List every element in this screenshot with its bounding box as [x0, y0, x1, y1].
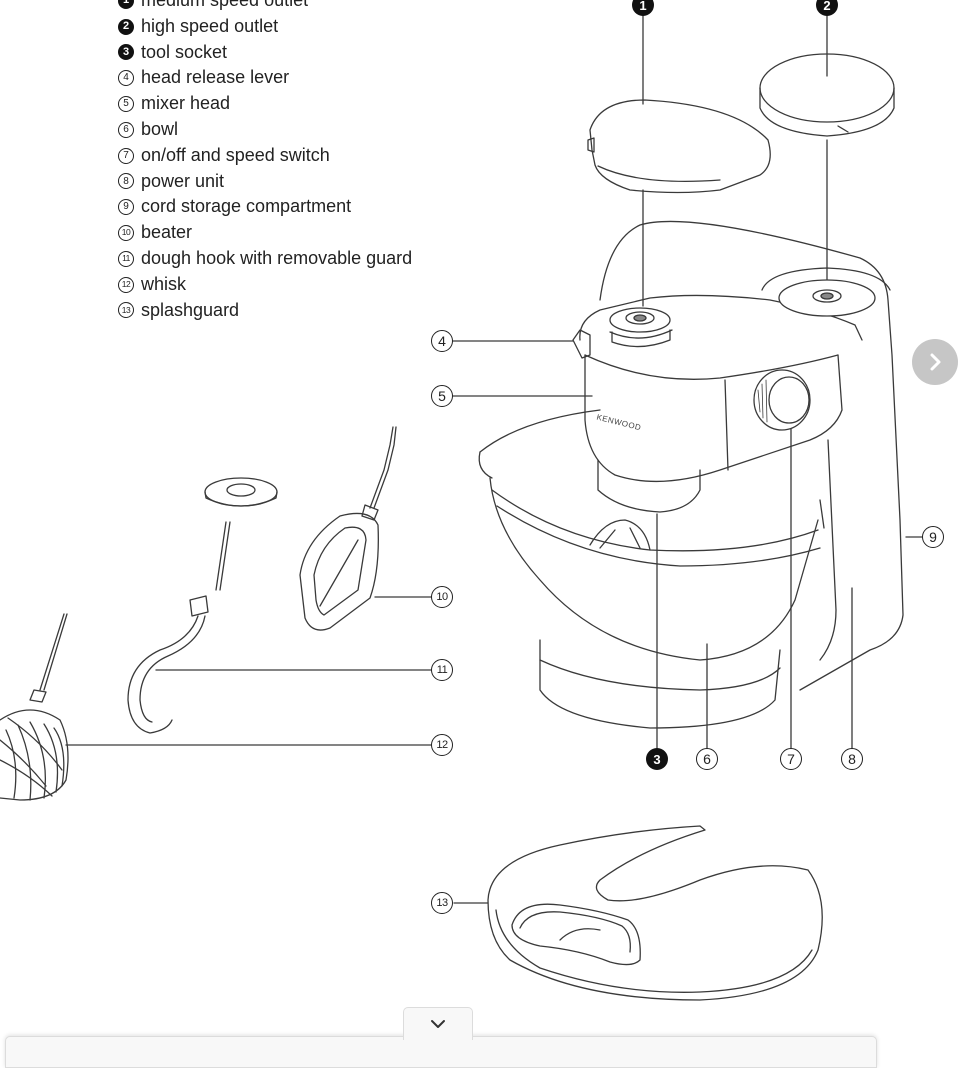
- legend-label: splashguard: [141, 299, 240, 320]
- legend-item: 12 whisk: [118, 272, 412, 298]
- next-page-button[interactable]: [912, 339, 958, 385]
- legend-number: 8: [118, 173, 134, 190]
- callout-9: 9: [922, 526, 944, 548]
- callout-8: 8: [841, 748, 863, 770]
- callout-3: 3: [646, 748, 668, 770]
- legend-number: 5: [118, 96, 134, 113]
- callout-2: 2: [816, 0, 838, 16]
- chevron-right-icon: [930, 353, 941, 371]
- legend-number: 7: [118, 147, 134, 164]
- legend-item: 4 head release lever: [118, 65, 412, 91]
- whisk-tool: [0, 613, 69, 801]
- bowl-beater: [589, 519, 651, 551]
- power-unit: [599, 220, 904, 691]
- dough-hook-tool: [127, 521, 231, 734]
- legend-number: 12: [118, 276, 134, 293]
- callout-6: 6: [696, 748, 718, 770]
- callout-11: 11: [431, 659, 453, 681]
- chevron-down-icon: [431, 1020, 445, 1028]
- legend-item: 2 high speed outlet: [118, 14, 412, 40]
- beater-tool: [299, 426, 397, 631]
- medium-speed-outlet-cover: [587, 99, 771, 194]
- bowl-beater-frame: [599, 527, 641, 549]
- legend-label: high speed outlet: [141, 15, 279, 36]
- callout-7: 7: [780, 748, 802, 770]
- legend-label: bowl: [141, 118, 179, 139]
- mixer-head: [572, 267, 891, 513]
- bowl: [478, 409, 825, 729]
- callout-12: 12: [431, 734, 453, 756]
- callout-1: 1: [632, 0, 654, 16]
- legend-number: 10: [118, 225, 134, 242]
- dough-hook-guard: [204, 477, 278, 507]
- legend-item: 1 medium speed outlet: [118, 0, 412, 14]
- legend-label: tool socket: [141, 41, 228, 62]
- legend-number: 3: [118, 44, 134, 61]
- legend-number: 11: [118, 250, 134, 267]
- legend-label: power unit: [141, 170, 225, 191]
- legend-number: 4: [118, 70, 134, 87]
- legend-label: on/off and speed switch: [141, 144, 330, 165]
- legend-item: 6 bowl: [118, 117, 412, 143]
- legend-item: 13 splashguard: [118, 298, 412, 324]
- stand-mixer-drawing: [0, 11, 923, 1001]
- bottom-panel: [5, 1036, 877, 1068]
- legend-label: whisk: [141, 273, 187, 294]
- legend-label: dough hook with removable guard: [141, 247, 413, 268]
- panel-toggle-button[interactable]: [403, 1007, 473, 1040]
- callout-4: 4: [431, 330, 453, 352]
- legend-item: 5 mixer head: [118, 91, 412, 117]
- legend-item: 8 power unit: [118, 169, 412, 195]
- callout-10: 10: [431, 586, 453, 608]
- legend-number: 1: [118, 0, 134, 9]
- legend-item: 3 tool socket: [118, 40, 412, 66]
- legend-label: head release lever: [141, 67, 290, 88]
- legend-number: 2: [118, 18, 134, 35]
- legend-item: 7 on/off and speed switch: [118, 143, 412, 169]
- callout-5: 5: [431, 385, 453, 407]
- legend-label: medium speed outlet: [141, 0, 309, 10]
- legend-number: 13: [118, 302, 134, 319]
- legend-label: mixer head: [141, 93, 231, 114]
- callout-13: 13: [431, 892, 453, 914]
- legend-number: 9: [118, 199, 134, 216]
- legend-label: cord storage compartment: [141, 196, 352, 217]
- legend-label: beater: [141, 222, 193, 243]
- legend-item: 10 beater: [118, 220, 412, 246]
- speed-switch: [753, 369, 811, 431]
- legend-item: 11 dough hook with removable guard: [118, 246, 412, 272]
- high-speed-outlet-cover: [759, 53, 895, 137]
- legend-item: 9 cord storage compartment: [118, 194, 412, 220]
- splashguard: [487, 825, 823, 1001]
- legend-number: 6: [118, 121, 134, 138]
